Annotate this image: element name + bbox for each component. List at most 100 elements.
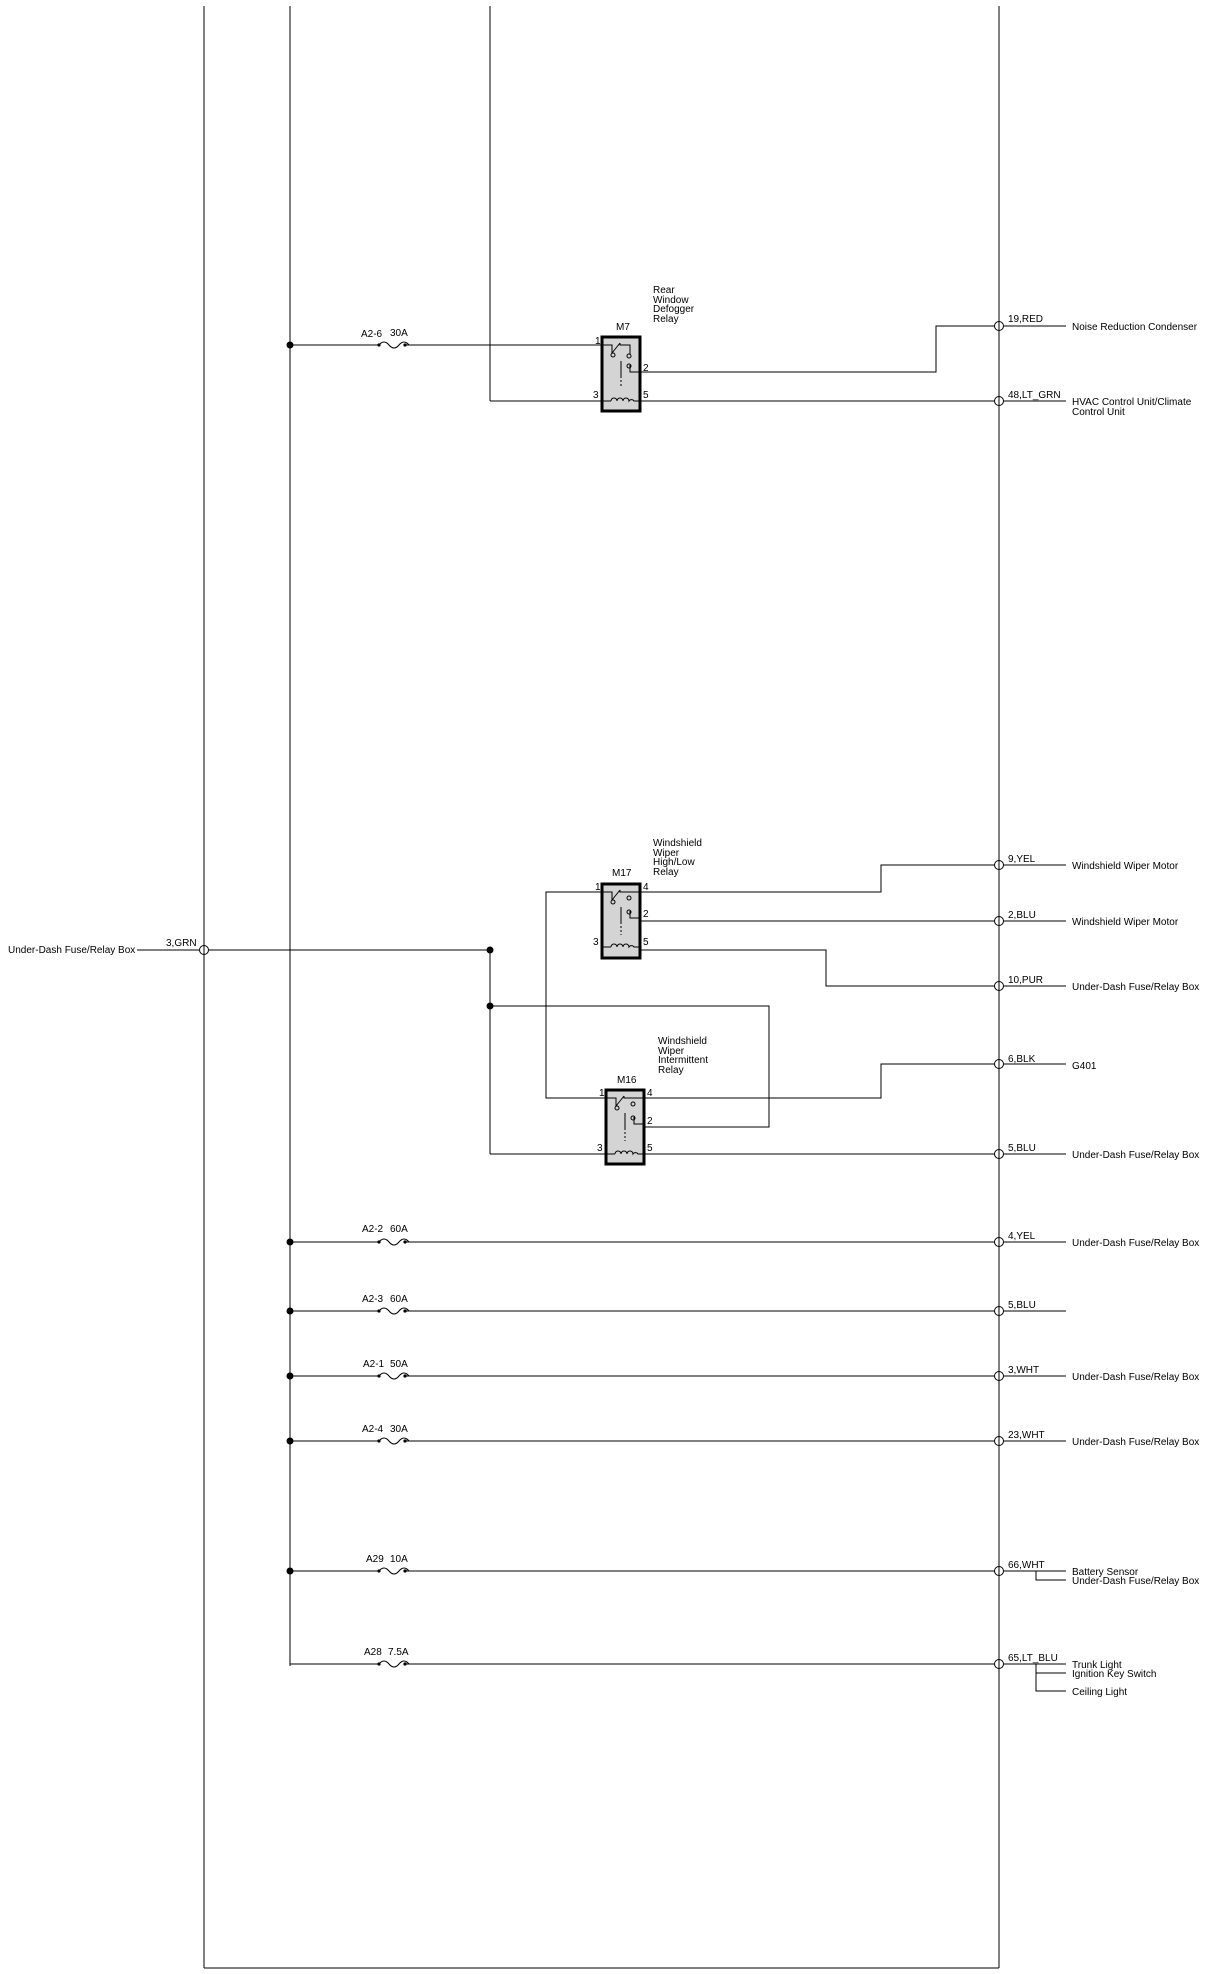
fuse-symbol: [378, 341, 410, 349]
relay-switch-contacts: [602, 342, 640, 376]
fuse-rating: 30A: [390, 328, 408, 339]
fuse-name: A2-6: [361, 329, 383, 340]
fuse-symbol: [378, 1238, 410, 1246]
fuse-terminal: [377, 1569, 381, 1573]
m16-output-wire: [644, 1063, 999, 1099]
fuse-name: A2-3: [362, 1294, 384, 1305]
destination-label: Under-Dash Fuse/Relay Box: [1072, 1576, 1199, 1587]
fuse-a2-1: A2-1 50A: [286, 1359, 999, 1380]
relay-coil: [602, 397, 640, 403]
relay-pin-label: 3: [597, 1143, 603, 1154]
connector-9-yel: 9,YEL Windshield Wiper Motor: [994, 854, 1179, 872]
destination-label: G401: [1072, 1061, 1097, 1072]
fuse-terminal: [377, 1439, 381, 1443]
fuse-name: A28: [364, 1647, 382, 1658]
fuse-symbol: [378, 1660, 410, 1668]
relay-id: M7: [616, 322, 630, 333]
connector-65-lt-blu: 65,LT_BLU Trunk Light Ignition Key Switc…: [994, 1653, 1157, 1698]
destination-label: Under-Dash Fuse/Relay Box: [1072, 1150, 1199, 1161]
connector-66-wht: 66,WHT Battery Sensor Under-Dash Fuse/Re…: [994, 1560, 1199, 1587]
relay-contact: [630, 1115, 636, 1121]
connector-19-red: 19,RED Noise Reduction Condenser: [994, 314, 1198, 333]
relay-title-line: Relay: [653, 867, 679, 878]
relay-switch-contacts: [606, 1095, 644, 1128]
rails: [203, 6, 1000, 1969]
relay-coil: [602, 943, 640, 949]
fuse-a2-2: A2-2 60A: [286, 1224, 999, 1246]
connector-branch-lead: [1035, 1571, 1066, 1581]
relay-body: [600, 335, 642, 413]
connector-wire-label: 2,BLU: [1008, 910, 1036, 921]
relay-pin-label: 5: [643, 390, 649, 401]
connector-wire-label: 19,RED: [1008, 314, 1043, 325]
fuse-name: A2-4: [362, 1424, 384, 1435]
m17-to-m16-link: [545, 891, 606, 1099]
m17-output-wire: [640, 864, 999, 893]
fuse-name: A2-1: [363, 1359, 385, 1370]
m16-pin2-wire: [490, 1005, 770, 1128]
relay-m16: Windshield Wiper Intermittent Relay M16 …: [490, 1036, 708, 1166]
relay-pin-label: 2: [643, 909, 649, 920]
fuse-terminal: [377, 1374, 381, 1378]
fuse-symbol: [378, 1567, 410, 1575]
relay-m7: Rear Window Defogger Relay M7 1 2 3 5: [490, 285, 695, 413]
fuse-name: A2-2: [362, 1224, 384, 1235]
connector-48-lt-grn: 48,LT_GRN HVAC Control Unit/Climate Cont…: [994, 390, 1192, 418]
destination-label: Ignition Key Switch: [1072, 1669, 1157, 1680]
relay-title-line: Windshield: [653, 838, 702, 849]
relay-title-line: Wiper: [653, 848, 680, 859]
destination-label: Under-Dash Fuse/Relay Box: [1072, 982, 1199, 993]
relay-title-line: Relay: [658, 1065, 684, 1076]
connector-10-pur: 10,PUR Under-Dash Fuse/Relay Box: [994, 975, 1199, 993]
connector-wire-label: 10,PUR: [1008, 975, 1043, 986]
relay-pin-label: 4: [643, 882, 649, 893]
fuse-rating: 30A: [390, 1424, 408, 1435]
relay-id: M17: [612, 868, 632, 879]
relay-pin-label: 3: [593, 937, 599, 948]
relay-title-line: Windshield: [658, 1036, 707, 1047]
connector-wire-label: 23,WHT: [1008, 1430, 1045, 1441]
relay-pin-label: 2: [643, 363, 649, 374]
relay-contact: [626, 353, 632, 359]
left-input-wire: 3,GRN: [166, 938, 197, 949]
m7-output-wire: [640, 325, 999, 373]
relay-pin-label: 1: [599, 1088, 605, 1099]
fuse-a28: A28 7.5A: [290, 1647, 999, 1668]
fuse-symbol: [378, 1307, 410, 1315]
fuse-a29: A29 10A: [286, 1554, 999, 1575]
fuse-terminal: [377, 1662, 381, 1666]
relay-coil: [606, 1150, 644, 1156]
fuse-terminal: [377, 1309, 381, 1313]
connector-wire-label: 3,WHT: [1008, 1365, 1039, 1376]
destination-label: Under-Dash Fuse/Relay Box: [1072, 1437, 1199, 1448]
destination-label: HVAC Control Unit/Climate: [1072, 397, 1192, 408]
connector-23-wht: 23,WHT Under-Dash Fuse/Relay Box: [994, 1430, 1199, 1448]
m17-output-wire: [640, 949, 999, 987]
relay-title-line: Relay: [653, 314, 679, 325]
connector-5-blu: 5,BLU Under-Dash Fuse/Relay Box: [994, 1143, 1199, 1161]
fuse-symbol: [378, 1437, 410, 1445]
relay-title-line: Window: [653, 295, 689, 306]
fuse-symbol: [378, 1372, 410, 1380]
fuse-rating: 60A: [390, 1294, 408, 1305]
destination-label: Windshield Wiper Motor: [1072, 861, 1179, 872]
connector-6-blk: 6,BLK G401: [994, 1054, 1097, 1072]
destination-label: Ceiling Light: [1072, 1687, 1127, 1698]
relay-pin-label: 5: [643, 937, 649, 948]
relay-contact: [610, 352, 616, 358]
connector-wire-label: 65,LT_BLU: [1008, 1653, 1058, 1664]
relay-switch-contacts: [602, 889, 640, 922]
fuse-terminal: [377, 1240, 381, 1244]
fuse-a2-4: A2-4 30A: [286, 1424, 999, 1445]
destination-label: Under-Dash Fuse/Relay Box: [1072, 1238, 1199, 1249]
relay-pin-label: 1: [595, 882, 601, 893]
relay-title-line: High/Low: [653, 857, 695, 868]
relay-m17: Windshield Wiper High/Low Relay M17 1 4 …: [593, 838, 702, 960]
connector-5-blu-2: 5,BLU: [994, 1300, 1066, 1316]
fuse-name: A29: [366, 1554, 384, 1565]
relay-contact: [626, 895, 632, 901]
connector-branch-lead: [1035, 1664, 1066, 1692]
relay-title-line: Intermittent: [658, 1055, 708, 1066]
